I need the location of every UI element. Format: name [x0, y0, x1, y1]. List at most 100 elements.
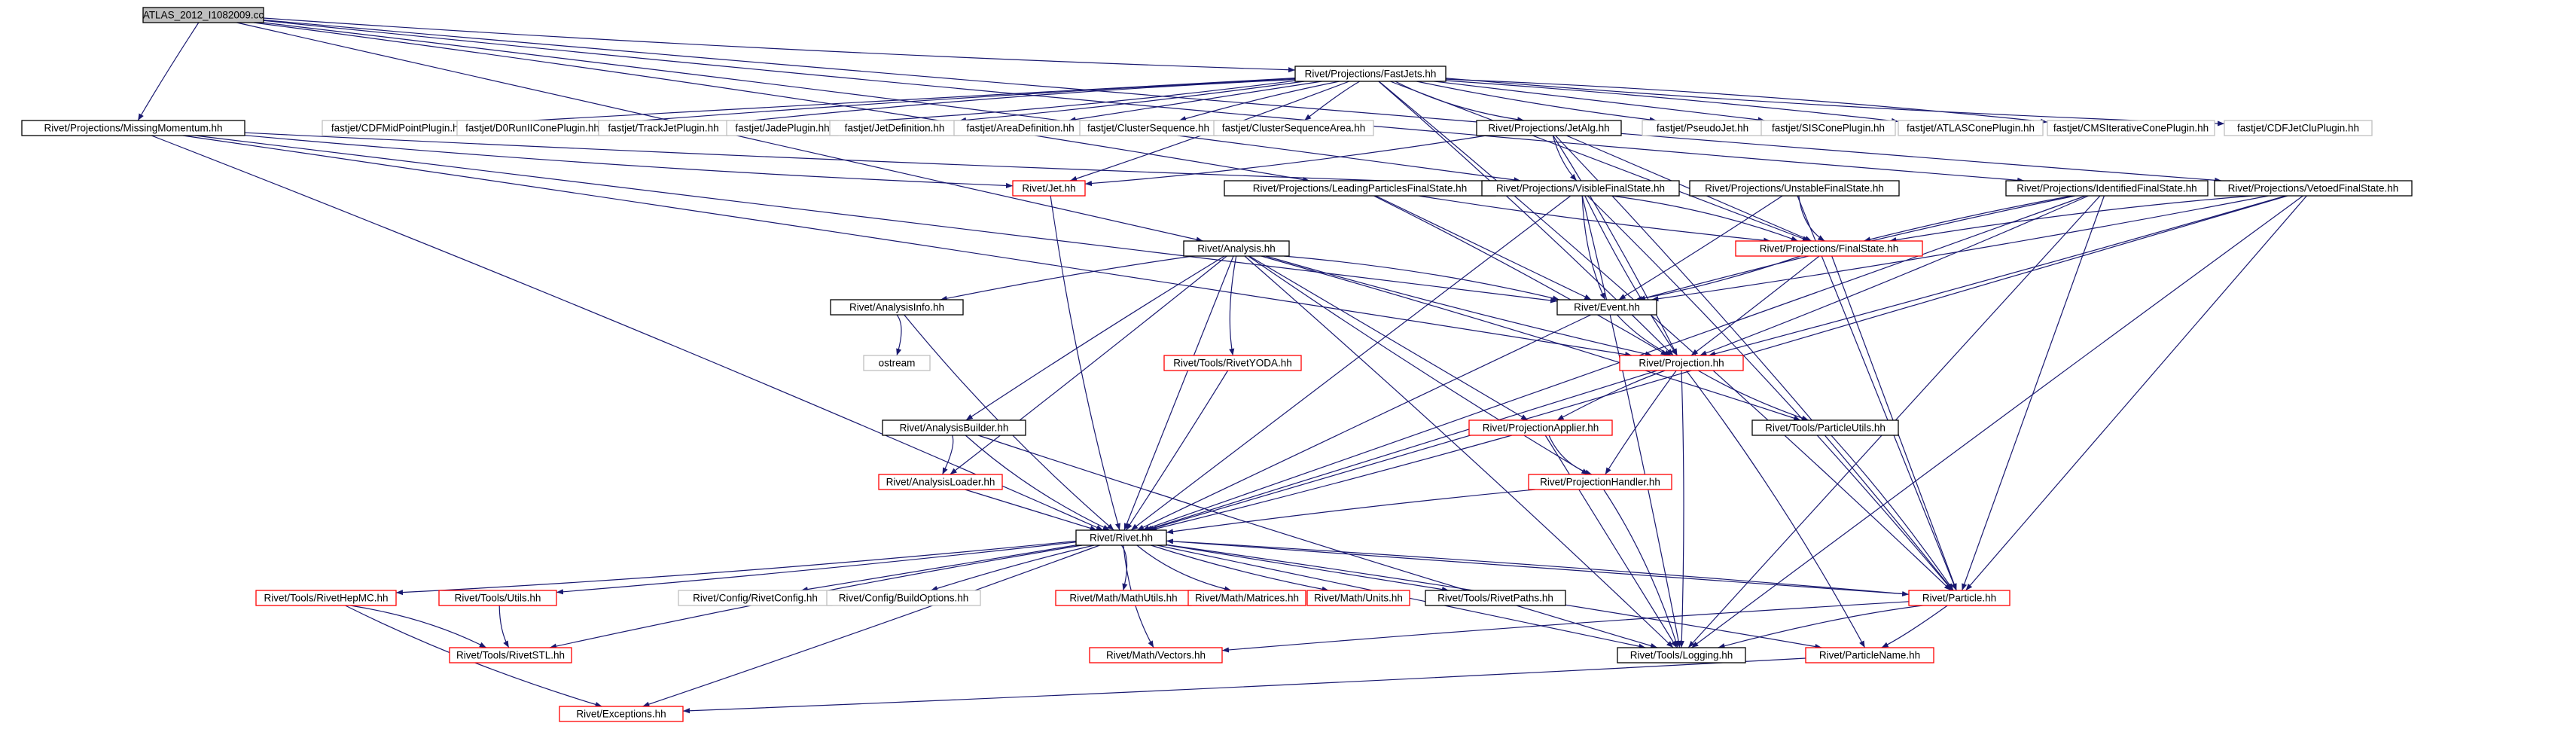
edge-projhandler-to-logging — [1603, 489, 1678, 648]
node-units[interactable]: Rivet/Math/Units.hh — [1306, 590, 1410, 606]
node-label-rivetyoda: Rivet/Tools/RivetYODA.hh — [1173, 358, 1292, 369]
node-box-visible — [1481, 180, 1680, 197]
node-visible[interactable]: Rivet/Projections/VisibleFinalState.hh — [1481, 180, 1680, 197]
node-matrices[interactable]: Rivet/Math/Matrices.hh — [1187, 590, 1306, 606]
node-atlascone[interactable]: fastjet/ATLASConePlugin.hh — [1898, 120, 2044, 136]
node-rivetstl[interactable]: Rivet/Tools/RivetSTL.hh — [449, 647, 572, 663]
edge-missing-to-projection — [182, 135, 1632, 358]
edge-event-to-projection — [1616, 314, 1672, 356]
edge-vetoed-to-finalstate — [1889, 195, 2253, 243]
node-exceptions[interactable]: Rivet/Exceptions.hh — [559, 706, 684, 722]
node-clseqarea[interactable]: fastjet/ClusterSequenceArea.hh — [1213, 120, 1374, 136]
node-box-units — [1306, 590, 1410, 606]
node-clseq[interactable]: fastjet/ClusterSequence.hh — [1079, 120, 1218, 136]
node-label-projection: Rivet/Projection.hh — [1639, 358, 1724, 369]
edge-rivet-to-exceptions — [642, 544, 1100, 707]
node-areadef[interactable]: fastjet/AreaDefinition.hh — [953, 120, 1087, 136]
node-projapplier[interactable]: Rivet/ProjectionApplier.hh — [1468, 419, 1613, 436]
edge-unstable-to-finalstate — [1798, 195, 1825, 242]
edge-particlename-to-exceptions — [682, 657, 1806, 714]
node-analysis[interactable]: Rivet/Analysis.hh — [1183, 240, 1290, 257]
edge-projection-to-projhandler — [1605, 370, 1677, 475]
node-particle[interactable]: Rivet/Particle.hh — [1908, 590, 2010, 606]
node-finalstate[interactable]: Rivet/Projections/FinalState.hh — [1735, 240, 1923, 257]
node-jetalg[interactable]: Rivet/Projections/JetAlg.hh — [1476, 120, 1622, 136]
node-jade[interactable]: fastjet/JadePlugin.hh — [726, 120, 839, 136]
node-analysisbuilder[interactable]: Rivet/AnalysisBuilder.hh — [882, 419, 1026, 436]
node-utils[interactable]: Rivet/Tools/Utils.hh — [438, 590, 557, 606]
edge-jetalg-to-projection — [1553, 135, 1678, 356]
edge-analysis-to-particleutils — [1261, 255, 1801, 421]
edge-projapplier-to-projhandler — [1548, 435, 1593, 475]
edge-analysisinfo-to-ostream — [896, 314, 902, 356]
edge-missing-to-rivet — [151, 135, 1104, 531]
node-box-rivetyoda — [1163, 355, 1302, 371]
node-rivetpaths[interactable]: Rivet/Tools/RivetPaths.hh — [1425, 590, 1566, 606]
node-label-cdfjetclu: fastjet/CDFJetCluPlugin.hh — [2237, 123, 2359, 134]
edge-projapplier-to-logging — [1544, 435, 1678, 648]
edge-visible-to-particle — [1587, 195, 1953, 591]
node-cdfmid[interactable]: fastjet/CDFMidPointPlugin.hh — [322, 120, 474, 136]
edge-fastjets-to-jade — [837, 80, 1296, 126]
edge-jetalg-to-particle — [1555, 135, 1953, 591]
node-analysisinfo[interactable]: Rivet/AnalysisInfo.hh — [830, 299, 964, 316]
node-buildoptions[interactable]: Rivet/Config/BuildOptions.hh — [826, 590, 981, 606]
node-cdfjetclu[interactable]: fastjet/CDFJetCluPlugin.hh — [2224, 120, 2373, 136]
node-fastjets[interactable]: Rivet/Projections/FastJets.hh — [1294, 66, 1447, 82]
node-box-ostream — [863, 355, 931, 371]
node-box-particlename — [1805, 647, 1934, 663]
node-rivet[interactable]: Rivet/Rivet.hh — [1075, 529, 1167, 546]
node-analysisloader[interactable]: Rivet/AnalysisLoader.hh — [878, 474, 1003, 490]
edge-atlas-to-fastjets — [263, 17, 1296, 73]
node-label-cmsit: fastjet/CMSIterativeConePlugin.hh — [2053, 123, 2209, 134]
node-label-trackjet: fastjet/TrackJetPlugin.hh — [608, 123, 718, 134]
node-jetdef[interactable]: fastjet/JetDefinition.hh — [829, 120, 960, 136]
node-label-atlas: ATLAS_2012_I1082009.cc — [143, 10, 264, 21]
node-d0run[interactable]: fastjet/D0RunIIConePlugin.hh — [456, 120, 608, 136]
node-jet[interactable]: Rivet/Jet.hh — [1012, 180, 1086, 197]
node-label-vectors: Rivet/Math/Vectors.hh — [1106, 650, 1206, 661]
node-label-utils: Rivet/Tools/Utils.hh — [455, 593, 541, 604]
node-box-event — [1556, 299, 1657, 316]
node-projection[interactable]: Rivet/Projection.hh — [1619, 355, 1744, 371]
node-pseudojet[interactable]: fastjet/PseudoJet.hh — [1642, 120, 1764, 136]
node-cmsit[interactable]: fastjet/CMSIterativeConePlugin.hh — [2047, 120, 2215, 136]
node-unstable[interactable]: Rivet/Projections/UnstableFinalState.hh — [1689, 180, 1900, 197]
node-label-rivetstl: Rivet/Tools/RivetSTL.hh — [456, 650, 565, 661]
node-mathutils[interactable]: Rivet/Math/MathUtils.hh — [1055, 590, 1192, 606]
edge-projapplier-to-rivet — [1150, 435, 1512, 532]
node-box-projection — [1619, 355, 1744, 371]
node-label-particleutils: Rivet/Tools/ParticleUtils.hh — [1765, 422, 1886, 434]
edge-rivet-to-particle — [1166, 540, 1910, 597]
node-vetoed[interactable]: Rivet/Projections/VetoedFinalState.hh — [2214, 180, 2413, 197]
node-projhandler[interactable]: Rivet/ProjectionHandler.hh — [1528, 474, 1672, 490]
node-logging[interactable]: Rivet/Tools/Logging.hh — [1617, 647, 1746, 663]
edge-fastjets-to-pseudojet — [1416, 81, 1657, 123]
node-leading[interactable]: Rivet/Projections/LeadingParticlesFinalS… — [1224, 180, 1496, 197]
node-particleutils[interactable]: Rivet/Tools/ParticleUtils.hh — [1751, 419, 1899, 436]
node-trackjet[interactable]: fastjet/TrackJetPlugin.hh — [598, 120, 729, 136]
node-label-analysisinfo: Rivet/AnalysisInfo.hh — [849, 302, 944, 313]
node-siscone[interactable]: fastjet/SISConePlugin.hh — [1761, 120, 1896, 136]
node-event[interactable]: Rivet/Event.hh — [1556, 299, 1657, 316]
node-box-vetoed — [2214, 180, 2413, 197]
node-label-particlename: Rivet/ParticleName.hh — [1819, 650, 1920, 661]
node-missing[interactable]: Rivet/Projections/MissingMomentum.hh — [21, 120, 245, 136]
node-box-rivetpaths — [1425, 590, 1566, 606]
node-label-rivetpaths: Rivet/Tools/RivetPaths.hh — [1437, 593, 1553, 604]
edge-rivet-to-units — [1151, 544, 1329, 592]
node-rivetyoda[interactable]: Rivet/Tools/RivetYODA.hh — [1163, 355, 1302, 371]
node-label-clseqarea: fastjet/ClusterSequenceArea.hh — [1222, 123, 1366, 134]
node-label-jade: fastjet/JadePlugin.hh — [735, 123, 829, 134]
edge-analysis-to-rivetyoda — [1229, 255, 1237, 356]
node-identified[interactable]: Rivet/Projections/IdentifiedFinalState.h… — [2005, 180, 2209, 197]
node-rivetconfig[interactable]: Rivet/Config/RivetConfig.hh — [678, 590, 833, 606]
node-label-finalstate: Rivet/Projections/FinalState.hh — [1760, 243, 1899, 255]
node-hepmc[interactable]: Rivet/Tools/RivetHepMC.hh — [255, 590, 397, 606]
node-atlas[interactable]: ATLAS_2012_I1082009.cc — [142, 7, 264, 23]
node-box-jetalg — [1476, 120, 1622, 136]
node-vectors[interactable]: Rivet/Math/Vectors.hh — [1089, 647, 1223, 663]
node-ostream[interactable]: ostream — [863, 355, 931, 371]
node-box-projhandler — [1528, 474, 1672, 490]
node-particlename[interactable]: Rivet/ParticleName.hh — [1805, 647, 1934, 663]
